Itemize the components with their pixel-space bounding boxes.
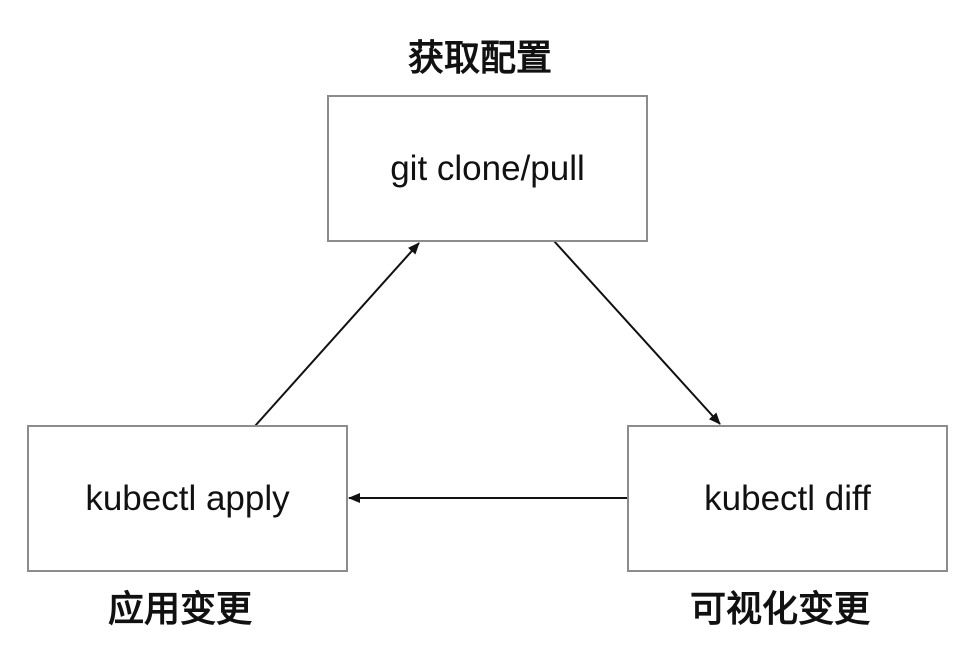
node-kubectl-apply: kubectl apply: [27, 425, 348, 572]
caption-visualize-changes: 可视化变更: [690, 589, 871, 630]
arrow-apply-to-git: [254, 242, 420, 427]
node-diff-label: kubectl diff: [704, 478, 871, 518]
node-git-clone-pull: git clone/pull: [327, 95, 648, 242]
caption-fetch-config: 获取配置: [408, 38, 553, 79]
node-git-label: git clone/pull: [390, 148, 585, 188]
arrow-git-to-diff: [553, 240, 721, 425]
node-kubectl-diff: kubectl diff: [627, 425, 948, 572]
node-apply-label: kubectl apply: [85, 478, 290, 518]
caption-apply-changes: 应用变更: [108, 589, 253, 630]
